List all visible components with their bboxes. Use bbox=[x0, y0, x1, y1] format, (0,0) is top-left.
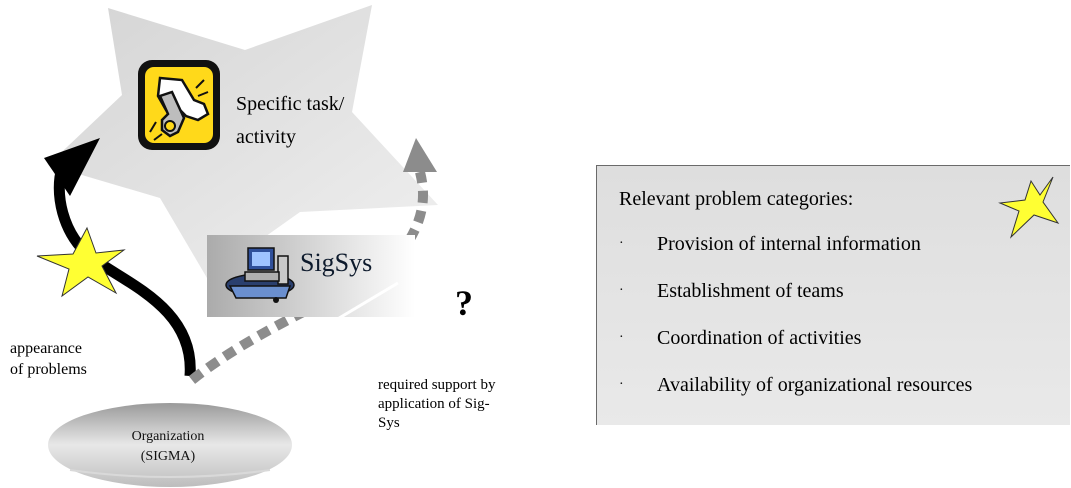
task-label-line2: activity bbox=[236, 126, 296, 148]
categories-title: Relevant problem categories: bbox=[619, 188, 854, 210]
organization-ellipse bbox=[48, 403, 292, 487]
category-bullet: · bbox=[619, 283, 624, 298]
organization-label-line2: (SIGMA) bbox=[140, 449, 196, 464]
task-label-line1: Specific task/ bbox=[236, 93, 345, 115]
category-bullet: · bbox=[619, 236, 624, 251]
category-text: Establishment of teams bbox=[657, 280, 844, 302]
computer-workstation-icon bbox=[225, 247, 295, 303]
problems-arrowhead bbox=[44, 138, 100, 196]
task-label: Specific task/ activity bbox=[236, 88, 346, 154]
category-text: Availability of organizational resources bbox=[657, 374, 973, 396]
organization-label: Organization (SIGMA) bbox=[118, 427, 218, 467]
category-text: Provision of internal information bbox=[657, 233, 921, 255]
problem-categories-box: Relevant problem categories: · Provision… bbox=[596, 165, 1070, 425]
category-text: Coordination of activities bbox=[657, 327, 862, 349]
question-mark: ? bbox=[455, 283, 473, 323]
wrench-hand-icon bbox=[138, 60, 220, 150]
problem-star-icon bbox=[36, 226, 126, 298]
category-bullet: · bbox=[619, 330, 624, 345]
category-star-icon bbox=[998, 176, 1060, 239]
problems-label-line1: appearance bbox=[10, 340, 82, 357]
support-label-line3: Sys bbox=[378, 415, 400, 431]
support-arrowhead bbox=[403, 138, 437, 172]
support-label: required support by application of Sig- … bbox=[378, 376, 538, 433]
category-bullet: · bbox=[619, 377, 624, 392]
sigsys-label: SigSys bbox=[300, 248, 373, 277]
organization-label-line1: Organization bbox=[131, 429, 205, 444]
problems-label: appearance of problems bbox=[10, 338, 87, 380]
support-label-line1: required support by bbox=[378, 377, 496, 393]
support-label-line2: application of Sig- bbox=[378, 396, 490, 412]
problems-label-line2: of problems bbox=[10, 361, 87, 378]
